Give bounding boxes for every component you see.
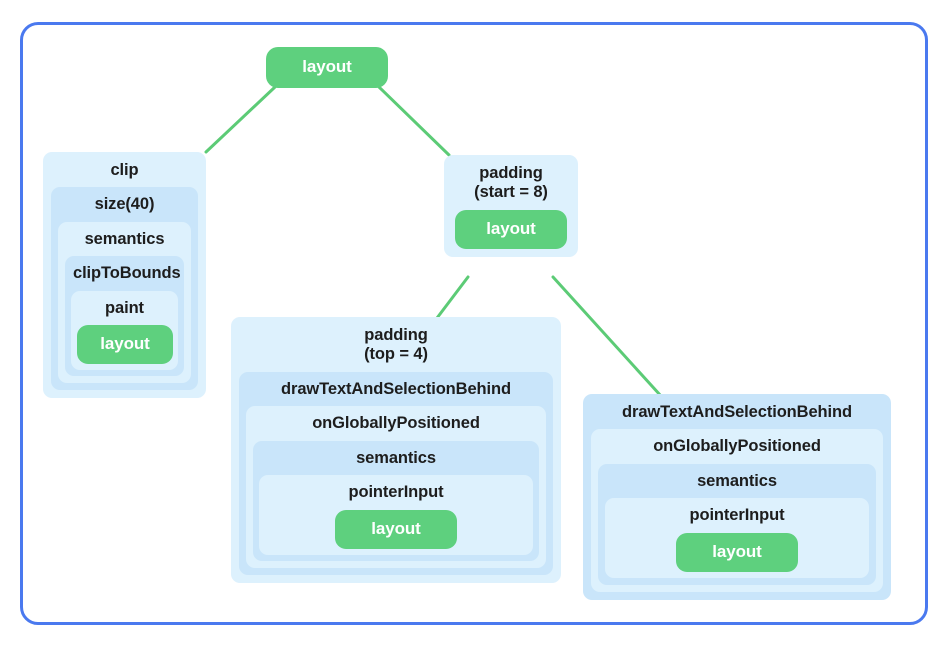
- modifier-cliptobounds[interactable]: clipToBounds paint layout: [65, 256, 184, 377]
- modifier-label-pointerinput-right: pointerInput: [689, 506, 785, 525]
- modifier-label-drawtext-right: drawTextAndSelectionBehind: [622, 403, 852, 421]
- modifier-label-semantics-middle: semantics: [356, 448, 436, 467]
- modifier-semantics-right[interactable]: semantics pointerInput layout: [598, 463, 876, 585]
- modifier-label-onglobally-right: onGloballyPositioned: [653, 437, 821, 456]
- leaf-layout-padding-start[interactable]: layout: [455, 209, 567, 249]
- modifier-onglobally-middle[interactable]: onGloballyPositioned semantics pointerIn…: [246, 406, 546, 568]
- modifier-clip[interactable]: clip size(40) semantics clipToBounds pai…: [43, 152, 206, 399]
- modifier-label-cliptobounds: clipToBounds: [73, 264, 181, 283]
- modifier-size[interactable]: size(40) semantics clipToBounds paint la…: [51, 187, 198, 391]
- modifier-pointerinput-right[interactable]: pointerInput layout: [605, 498, 869, 578]
- node-clip-subtree[interactable]: clip size(40) semantics clipToBounds pai…: [43, 152, 206, 399]
- modifier-drawtext-right[interactable]: drawTextAndSelectionBehind onGloballyPos…: [583, 394, 891, 600]
- node-padding-start-subtree[interactable]: padding (start = 8) layout: [444, 155, 578, 257]
- modifier-label-padding-top: padding (top = 4): [364, 326, 428, 364]
- modifier-padding-top[interactable]: padding (top = 4) drawTextAndSelectionBe…: [231, 317, 561, 583]
- modifier-label-size: size(40): [94, 195, 155, 214]
- modifier-label-padding-start: padding (start = 8): [474, 164, 548, 202]
- modifier-onglobally-right[interactable]: onGloballyPositioned semantics pointerIn…: [591, 429, 883, 592]
- modifier-label-pointerinput-middle: pointerInput: [348, 483, 444, 502]
- node-padding-top-subtree[interactable]: padding (top = 4) drawTextAndSelectionBe…: [231, 317, 561, 583]
- leaf-layout-root[interactable]: layout: [266, 47, 388, 88]
- modifier-label-onglobally-middle: onGloballyPositioned: [312, 414, 480, 433]
- modifier-semantics[interactable]: semantics clipToBounds paint layout: [58, 221, 191, 384]
- modifier-label-paint: paint: [105, 298, 144, 317]
- node-root-layout[interactable]: layout: [266, 47, 388, 88]
- modifier-paint[interactable]: paint layout: [71, 290, 178, 371]
- modifier-label-semantics-right: semantics: [697, 471, 777, 490]
- modifier-label-clip: clip: [110, 161, 139, 179]
- modifier-semantics-middle[interactable]: semantics pointerInput layout: [253, 440, 539, 561]
- modifier-padding-start[interactable]: padding (start = 8) layout: [444, 155, 578, 257]
- node-right-subtree[interactable]: drawTextAndSelectionBehind onGloballyPos…: [583, 394, 891, 600]
- leaf-layout-clip[interactable]: layout: [77, 325, 173, 365]
- modifier-pointerinput-middle[interactable]: pointerInput layout: [259, 475, 533, 555]
- modifier-drawtext-middle[interactable]: drawTextAndSelectionBehind onGloballyPos…: [239, 371, 553, 575]
- modifier-label-drawtext-middle: drawTextAndSelectionBehind: [281, 379, 511, 398]
- leaf-layout-right[interactable]: layout: [676, 532, 798, 572]
- modifier-label-semantics: semantics: [84, 229, 165, 248]
- leaf-layout-middle[interactable]: layout: [335, 509, 457, 549]
